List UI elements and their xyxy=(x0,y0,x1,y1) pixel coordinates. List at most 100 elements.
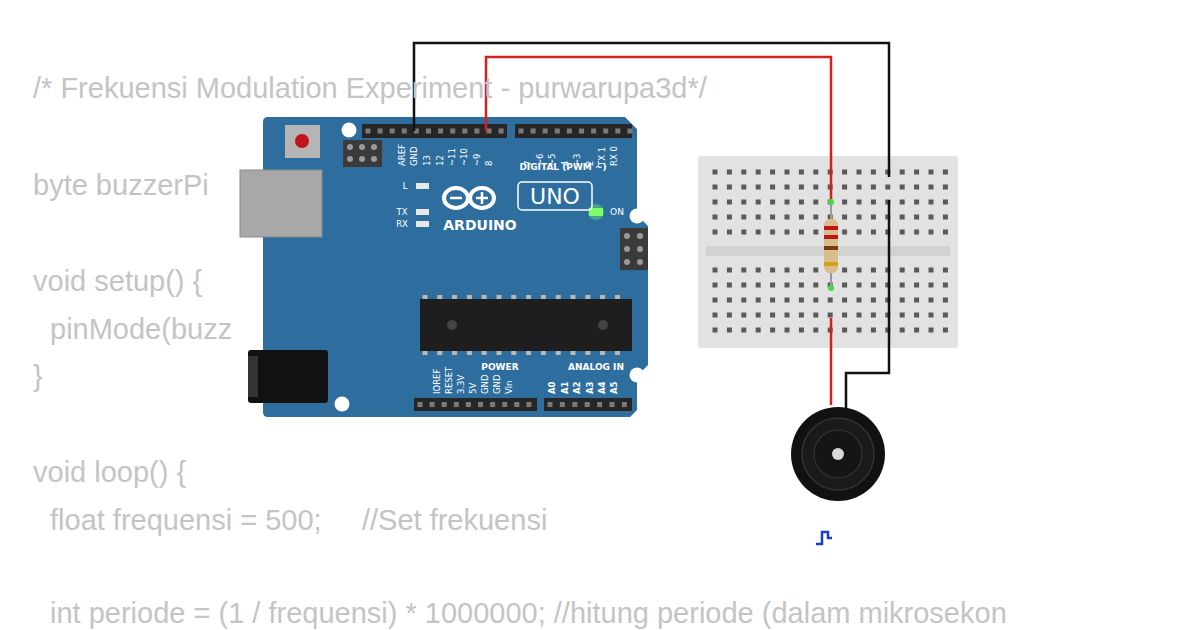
breadboard-hole xyxy=(900,230,905,235)
header-pin xyxy=(474,129,479,134)
breadboard-hole xyxy=(785,298,790,303)
breadboard-hole xyxy=(900,170,905,175)
chip-leg xyxy=(615,351,620,355)
breadboard-hole xyxy=(770,268,775,273)
microcontroller-chip xyxy=(420,299,632,351)
breadboard-hole xyxy=(943,200,948,205)
arduino-logo-signs xyxy=(450,192,488,204)
breadboard-hole xyxy=(857,185,862,190)
header-pin xyxy=(466,402,471,407)
breadboard-hole xyxy=(799,215,804,220)
breadboard-hole xyxy=(857,298,862,303)
mounting-hole xyxy=(342,123,357,138)
breadboard-hole xyxy=(828,298,833,303)
code-text: int periode = (1 / frequensi) * 1000000;… xyxy=(50,598,1007,628)
buzzer xyxy=(791,407,885,501)
breadboard-hole xyxy=(713,328,718,333)
resistor-band xyxy=(824,246,838,250)
pin-label: A3 xyxy=(586,382,595,395)
breadboard-hole xyxy=(741,170,746,175)
breadboard-hole xyxy=(770,328,775,333)
pin-label: GND xyxy=(493,375,502,395)
breadboard-hole xyxy=(900,200,905,205)
breadboard-hole xyxy=(756,185,761,190)
breadboard-hole xyxy=(914,328,919,333)
breadboard-hole xyxy=(871,170,876,175)
breadboard-hole xyxy=(857,230,862,235)
breadboard-hole xyxy=(929,230,934,235)
header-pin xyxy=(560,402,565,407)
breadboard-hole xyxy=(871,200,876,205)
chip-leg xyxy=(437,295,442,299)
breadboard-hole xyxy=(741,298,746,303)
breadboard-hole xyxy=(741,313,746,318)
breadboard-hole xyxy=(799,328,804,333)
header-pin xyxy=(430,402,435,407)
pin-label: 3.3V xyxy=(457,375,466,394)
icsp-pin xyxy=(637,233,643,239)
header-pin xyxy=(402,129,407,134)
breadboard-hole xyxy=(770,200,775,205)
breadboard-hole xyxy=(900,298,905,303)
breadboard-hole xyxy=(785,185,790,190)
pin-label: RESET xyxy=(445,367,454,394)
header-pin xyxy=(426,129,431,134)
code-text: /* Frekuensi Modulation Experiment - pur… xyxy=(33,73,707,103)
chip-leg xyxy=(423,351,428,355)
icsp-pin xyxy=(371,156,377,162)
chip-leg xyxy=(467,351,472,355)
header-pin xyxy=(627,129,632,134)
header-pin xyxy=(519,129,524,134)
breadboard-hole xyxy=(828,313,833,318)
breadboard-hole xyxy=(741,328,746,333)
board-label: RX xyxy=(396,220,408,229)
icsp-pin xyxy=(359,144,365,150)
breadboard-hole xyxy=(713,313,718,318)
power-led-glow xyxy=(588,204,604,220)
buzzer-ring xyxy=(802,418,874,490)
pin-header xyxy=(414,398,537,411)
breadboard-hole xyxy=(914,298,919,303)
header-pin xyxy=(438,129,443,134)
power-jack-lip xyxy=(248,356,258,397)
breadboard-hole xyxy=(813,283,818,288)
breadboard-hole xyxy=(900,283,905,288)
header-pin xyxy=(462,129,467,134)
header-pin xyxy=(555,129,560,134)
breadboard-hole xyxy=(842,283,847,288)
breadboard-hole xyxy=(842,268,847,273)
header-pin xyxy=(548,402,553,407)
chip-leg xyxy=(600,295,605,299)
pin-label: GND xyxy=(410,147,419,167)
header-pins xyxy=(366,129,633,408)
breadboard-hole xyxy=(813,185,818,190)
pin-label: AREF xyxy=(398,144,407,166)
header-pin xyxy=(567,129,572,134)
breadboard-hole xyxy=(770,298,775,303)
chip-legs xyxy=(423,295,620,355)
breadboard-hole xyxy=(727,200,732,205)
header-pin xyxy=(579,129,584,134)
breadboard-hole xyxy=(727,298,732,303)
pin-label: Vin xyxy=(505,381,514,394)
icsp-pin xyxy=(624,259,630,265)
reset-button-cap xyxy=(295,134,309,148)
breadboard-hole xyxy=(871,230,876,235)
breadboard-hole xyxy=(857,328,862,333)
header-pin xyxy=(622,402,627,407)
pin-header xyxy=(515,124,632,138)
breadboard-hole xyxy=(770,230,775,235)
breadboard-hole xyxy=(900,313,905,318)
header-pin xyxy=(478,402,483,407)
breadboard-hole xyxy=(785,200,790,205)
breadboard-hole xyxy=(799,283,804,288)
chip-leg xyxy=(556,351,561,355)
chip-leg xyxy=(452,295,457,299)
breadboard-hole xyxy=(914,268,919,273)
breadboard-hole xyxy=(943,298,948,303)
breadboard-hole xyxy=(785,215,790,220)
header-pin xyxy=(418,402,423,407)
pin-label: 5V xyxy=(469,383,478,394)
breadboard-hole xyxy=(914,215,919,220)
breadboard-hole xyxy=(914,185,919,190)
